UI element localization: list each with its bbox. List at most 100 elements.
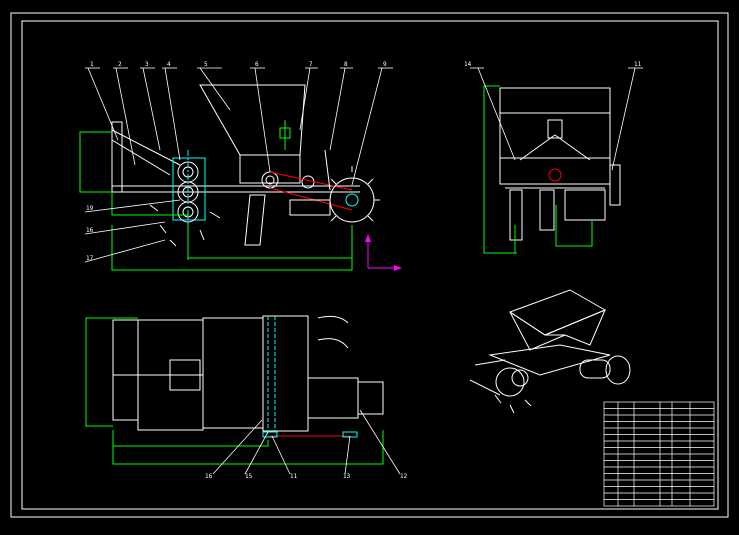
callout-16-top: 16 xyxy=(205,473,213,480)
top-handle-curves xyxy=(317,315,349,349)
front-view-callout-labels: 1 2 3 4 5 6 7 8 9 19 16 17 xyxy=(86,61,387,262)
side-dim-width xyxy=(555,205,593,247)
top-gearbox xyxy=(169,359,201,391)
leader-7 xyxy=(299,67,311,131)
front-hitch-post xyxy=(111,121,123,193)
callout-16-front: 16 xyxy=(86,227,94,234)
title-block xyxy=(603,401,715,507)
side-hitch-right xyxy=(554,134,591,161)
callout-1: 1 xyxy=(90,61,94,68)
leader-16-front xyxy=(84,221,166,235)
top-view xyxy=(112,315,384,438)
front-cutter-blades xyxy=(149,204,221,247)
top-wheel-box xyxy=(307,377,359,419)
inner-frame xyxy=(21,20,719,510)
front-roller-housing xyxy=(172,157,206,221)
callout-6: 6 xyxy=(255,61,259,68)
side-wheel-block xyxy=(564,189,606,221)
leader-19 xyxy=(84,199,181,213)
front-chain-lower xyxy=(269,187,353,211)
iso-hopper-side xyxy=(544,309,606,346)
leader-6 xyxy=(254,67,271,173)
front-wheel-stay xyxy=(324,149,331,191)
front-press-bracket xyxy=(289,199,331,216)
leader-5 xyxy=(199,67,231,111)
leader-9 xyxy=(351,67,383,186)
callout-15: 15 xyxy=(245,473,253,480)
iso-roller-inner xyxy=(511,369,529,387)
callout-11-top: 11 xyxy=(290,473,298,480)
iso-roller xyxy=(495,367,525,397)
outer-frame xyxy=(10,12,729,518)
side-dim-height xyxy=(483,85,517,254)
ucs-icon xyxy=(365,234,402,271)
front-view xyxy=(111,84,380,260)
front-dim-wheelbase xyxy=(187,225,353,259)
front-hopper-base xyxy=(239,154,301,184)
leader-3 xyxy=(142,67,161,151)
iso-chain-guard xyxy=(579,359,611,379)
side-opener-left xyxy=(539,189,555,231)
leader-1 xyxy=(87,67,119,141)
side-view-callout-labels: 14 11 xyxy=(464,61,642,68)
iso-hopper-top xyxy=(508,289,607,336)
callout-4: 4 xyxy=(167,61,171,68)
top-wheel-rim xyxy=(357,381,384,415)
top-roller-bay xyxy=(262,315,309,432)
callout-11-side: 11 xyxy=(634,61,642,68)
front-hopper xyxy=(199,84,306,156)
callout-2: 2 xyxy=(118,61,122,68)
callout-8: 8 xyxy=(344,61,348,68)
side-view xyxy=(499,87,621,241)
iso-hopper-front xyxy=(509,311,566,351)
front-dim-length xyxy=(111,225,353,271)
side-view-leaders xyxy=(470,67,643,171)
top-dim-width xyxy=(85,317,138,427)
callout-5: 5 xyxy=(204,61,208,68)
top-view-leaders xyxy=(212,409,401,475)
top-hitch xyxy=(112,319,139,421)
front-dim-offset xyxy=(111,192,188,216)
side-frame xyxy=(499,157,611,185)
side-hitch-left xyxy=(519,134,556,161)
side-hitch-top xyxy=(547,119,563,139)
iso-frame xyxy=(488,344,611,376)
front-sprocket-hub xyxy=(265,175,275,185)
front-furrow-opener xyxy=(244,194,266,246)
isometric-view xyxy=(469,289,631,414)
leader-2 xyxy=(115,67,136,166)
top-view-dimensions xyxy=(85,317,384,465)
front-ground-wheel-hub xyxy=(345,193,359,207)
side-roller xyxy=(548,168,562,182)
callout-9: 9 xyxy=(383,61,387,68)
callout-7: 7 xyxy=(309,61,313,68)
iso-blades xyxy=(494,394,532,414)
callout-3: 3 xyxy=(145,61,149,68)
side-view-dimensions xyxy=(483,85,593,254)
callout-12: 12 xyxy=(400,473,408,480)
top-view-callout-labels: 16 15 11 13 12 xyxy=(205,473,408,480)
callout-17: 17 xyxy=(86,255,94,262)
leader-8 xyxy=(329,67,346,151)
front-dim-height xyxy=(79,131,112,193)
side-left-disc xyxy=(509,189,523,241)
callout-13: 13 xyxy=(343,473,351,480)
top-dim-partial xyxy=(112,440,269,447)
front-view-leaders xyxy=(84,67,393,263)
front-chain-upper xyxy=(269,171,353,191)
callout-14: 14 xyxy=(464,61,472,68)
front-hitch-arm xyxy=(111,129,181,166)
iso-ground-wheel xyxy=(605,355,631,385)
iso-hitch-arm xyxy=(469,379,501,396)
iso-hitch-top xyxy=(474,359,506,366)
top-foot-left xyxy=(262,431,278,438)
leader-4 xyxy=(164,67,181,161)
front-wheel-lugs xyxy=(324,166,380,234)
leader-17 xyxy=(84,239,166,263)
top-hopper xyxy=(202,317,264,429)
front-view-dimensions xyxy=(79,131,353,271)
side-hopper xyxy=(499,87,611,114)
callout-19: 19 xyxy=(86,205,94,212)
